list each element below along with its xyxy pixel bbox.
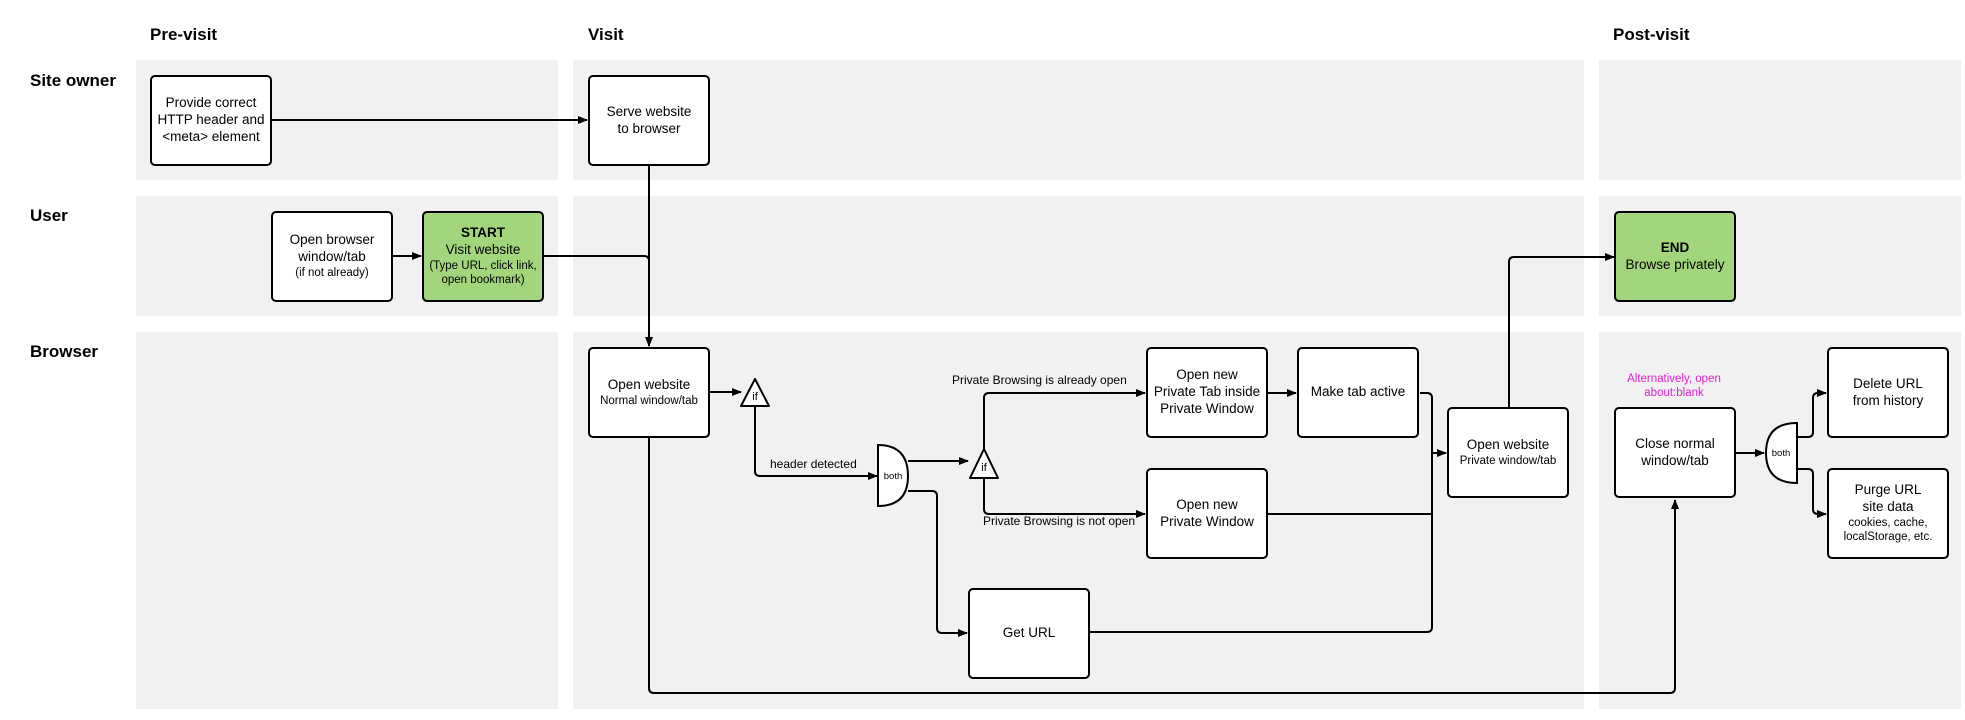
both-gate-2 xyxy=(1764,421,1798,485)
node-open-private-site: Open website Private window/tab xyxy=(1447,407,1569,498)
edge-label-header-detected: header detected xyxy=(770,457,857,471)
node-provide-header-line3: <meta> element xyxy=(162,128,260,144)
edge-both2-to-delete-url xyxy=(1797,389,1827,438)
node-delete-url-line2: from history xyxy=(1852,392,1924,408)
node-open-browser: Open browser window/tab (if not already) xyxy=(271,211,393,302)
edge-if2-to-private-window xyxy=(983,478,1146,518)
node-serve-website-line1: Serve website xyxy=(606,103,692,119)
lane-site-owner-visit xyxy=(573,60,1584,180)
lane-header-site-owner: Site owner xyxy=(30,71,116,90)
edge-if-to-both xyxy=(754,406,878,480)
node-open-private-tab-line2: Private Tab inside xyxy=(1153,384,1261,400)
column-header-post-visit: Post-visit xyxy=(1613,25,1690,44)
both-gate-2-label: both xyxy=(1772,448,1791,459)
note-alt-open-about-blank: Alternatively, open about:blank xyxy=(1627,373,1721,399)
node-open-private-window-line1: Open new xyxy=(1176,496,1238,512)
node-make-tab-active: Make tab active xyxy=(1297,347,1419,438)
edge-if2-to-private-tab xyxy=(983,389,1146,449)
lane-site-owner-post-visit xyxy=(1599,60,1961,180)
node-provide-header: Provide correct HTTP header and <meta> e… xyxy=(150,75,272,166)
node-provide-header-line1: Provide correct xyxy=(165,95,257,111)
node-close-normal: Close normal window/tab xyxy=(1614,407,1736,498)
node-open-browser-line1: Open browser xyxy=(289,232,375,248)
node-end-title: END xyxy=(1660,239,1690,255)
node-start-title: START xyxy=(461,225,505,241)
node-purge-url: Purge URL site data cookies, cache, loca… xyxy=(1827,468,1949,559)
node-purge-url-line4: localStorage, etc. xyxy=(1843,531,1933,544)
lane-header-user: User xyxy=(30,206,68,225)
node-start: START Visit website (Type URL, click lin… xyxy=(422,211,544,302)
node-get-url-line1: Get URL xyxy=(1002,625,1056,641)
node-make-tab-active-line1: Make tab active xyxy=(1310,384,1406,400)
edge-make-active-to-merge xyxy=(1089,392,1433,633)
node-start-line3: open bookmark) xyxy=(441,274,525,287)
lane-user-visit xyxy=(573,196,1584,316)
node-open-normal-line1: Open website xyxy=(607,376,691,392)
node-serve-website: Serve website to browser xyxy=(588,75,710,166)
node-open-private-window-line2: Private Window xyxy=(1160,513,1254,529)
edge-both-to-get-url xyxy=(908,490,968,637)
node-end: END Browse privately xyxy=(1614,211,1736,302)
node-delete-url: Delete URL from history xyxy=(1827,347,1949,438)
node-open-normal-line2: Normal window/tab xyxy=(600,394,698,407)
node-purge-url-line3: cookies, cache, xyxy=(1848,517,1928,529)
edge-both2-to-purge-url xyxy=(1797,468,1827,518)
if-gate-1 xyxy=(740,378,770,407)
edge-label-pb-not-open: Private Browsing is not open xyxy=(983,514,1136,528)
node-open-browser-line3: (if not already) xyxy=(295,267,369,280)
column-header-pre-visit: Pre-visit xyxy=(150,25,218,44)
node-start-line2: (Type URL, click link, xyxy=(429,260,537,272)
edge-open-normal-to-close-normal xyxy=(648,438,1679,694)
both-gate-1 xyxy=(877,443,910,508)
node-close-normal-line2: window/tab xyxy=(1641,452,1709,468)
lane-browser-pre-visit xyxy=(136,332,558,709)
node-open-private-tab-line3: Private Window xyxy=(1160,400,1254,416)
lane-header-browser: Browser xyxy=(30,342,99,361)
if-gate-2-label: if xyxy=(981,462,987,474)
node-purge-url-line2: site data xyxy=(1862,499,1914,515)
node-provide-header-line2: HTTP header and xyxy=(157,112,265,128)
edge-private-site-to-end xyxy=(1508,253,1615,408)
node-purge-url-line1: Purge URL xyxy=(1854,482,1922,498)
if-gate-2 xyxy=(969,448,999,479)
column-header-visit: Visit xyxy=(588,25,624,44)
node-open-private-window: Open new Private Window xyxy=(1146,468,1268,559)
edge-label-pb-open: Private Browsing is already open xyxy=(952,373,1127,387)
if-gate-1-label: if xyxy=(752,391,758,403)
node-open-private-site-line2: Private window/tab xyxy=(1459,454,1557,467)
node-open-private-site-line1: Open website xyxy=(1466,436,1550,452)
node-delete-url-line1: Delete URL xyxy=(1853,375,1923,391)
node-start-line1: Visit website xyxy=(445,242,521,258)
node-open-private-tab: Open new Private Tab inside Private Wind… xyxy=(1146,347,1268,438)
node-open-normal: Open website Normal window/tab xyxy=(588,347,710,438)
node-open-browser-line2: window/tab xyxy=(298,249,366,265)
both-gate-1-label: both xyxy=(884,471,903,482)
node-serve-website-line2: to browser xyxy=(617,120,681,136)
node-close-normal-line1: Close normal xyxy=(1635,435,1715,451)
node-get-url: Get URL xyxy=(968,588,1090,679)
edge-start-to-visit xyxy=(543,255,650,262)
node-open-private-tab-line1: Open new xyxy=(1176,367,1238,383)
node-end-line1: Browse privately xyxy=(1625,256,1725,272)
